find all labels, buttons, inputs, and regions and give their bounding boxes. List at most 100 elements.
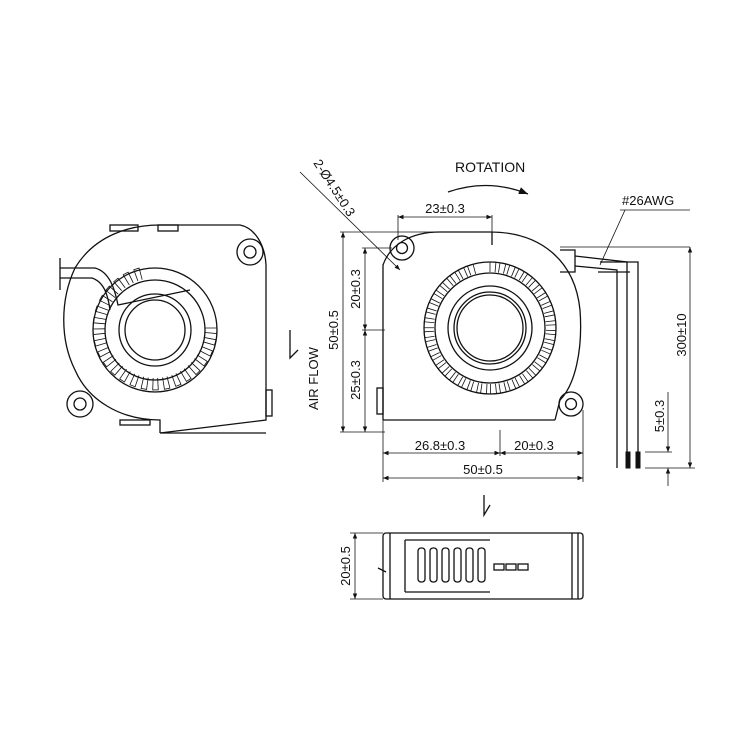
impeller-blade — [199, 346, 214, 357]
impeller-blade — [94, 305, 109, 315]
impeller-blade — [498, 382, 507, 394]
front-view-hub-ring — [447, 285, 533, 371]
dim-thickness-label: 20±0.5 — [338, 546, 353, 586]
outlet-fin — [453, 547, 462, 583]
wire-2 — [600, 261, 639, 468]
air-flow-arrow-icon — [289, 330, 299, 360]
impeller-blade — [180, 368, 192, 382]
rotation-indicator: ROTATION — [447, 159, 529, 195]
wire-gauge-label: #26AWG — [622, 193, 674, 208]
impeller-blade — [449, 271, 461, 284]
back-view-impeller-outer — [92, 267, 218, 393]
back-view-hub-inner — [124, 299, 186, 361]
impeller-blade — [110, 362, 123, 376]
side-view-tab-1 — [493, 563, 505, 571]
impeller-blade — [119, 368, 131, 383]
impeller-blade — [435, 284, 448, 297]
side-view-tab-3 — [517, 563, 529, 571]
front-view-housing — [382, 231, 582, 421]
dim-wire-length-label: 300±10 — [674, 313, 689, 356]
impeller-blade — [542, 304, 555, 314]
dim-top-width-label: 23±0.3 — [425, 201, 465, 216]
impeller-blade — [514, 268, 525, 281]
impeller-blade — [538, 295, 551, 306]
impeller-blade — [544, 333, 557, 342]
mount-hole-callout: 2-Ø4.5±0.3 — [299, 156, 401, 271]
back-view-mount-lug-top — [236, 238, 264, 266]
side-view: 20±0.5 — [338, 495, 584, 600]
dim-lower-height-label: 25±0.3 — [348, 360, 363, 400]
impeller-blade — [204, 327, 218, 335]
front-view-impeller-outer — [423, 261, 557, 395]
rotation-arrow-icon — [447, 184, 529, 195]
back-view-side-clip — [265, 389, 273, 417]
impeller-blade — [489, 261, 497, 273]
mount-hole-label: 2-Ø4.5±0.3 — [310, 156, 358, 219]
impeller-blade — [506, 264, 516, 277]
front-view-mount-hole-bottom — [564, 397, 578, 411]
impeller-blade — [437, 362, 450, 374]
impeller-blade — [457, 266, 468, 280]
front-view-side-clip — [376, 387, 384, 415]
impeller-blade — [534, 287, 547, 299]
front-view-hub-inner — [456, 294, 524, 362]
dim-upper-height-label: 20±0.3 — [348, 269, 363, 309]
impeller-blade — [93, 337, 108, 347]
air-flow-label: AIR FLOW — [306, 346, 321, 410]
impeller-blade — [97, 346, 111, 358]
impeller-blade — [490, 383, 497, 395]
impeller-blade — [534, 357, 547, 369]
wire-gauge-leader — [599, 209, 626, 266]
back-view-mount-hole-bottom — [73, 397, 87, 411]
impeller-blade — [92, 328, 106, 336]
back-view-mount-lug-bottom — [66, 390, 94, 418]
impeller-blade — [194, 354, 208, 367]
impeller-blade — [514, 375, 526, 388]
outlet-fin — [465, 547, 474, 583]
wire-1-stripped-end — [625, 451, 631, 469]
impeller-blade — [460, 378, 471, 391]
impeller-blade — [506, 379, 517, 392]
outlet-fin — [429, 547, 438, 583]
dim-total-width-label: 50±0.5 — [463, 462, 503, 477]
air-flow-indicator: AIR FLOW — [289, 330, 321, 410]
impeller-blade — [542, 341, 555, 351]
side-view-outlet-frame — [404, 539, 490, 593]
impeller-blade — [152, 377, 159, 391]
impeller-blade — [187, 362, 201, 376]
outlet-fin — [441, 547, 450, 583]
dim-strip-length-label: 5±0.3 — [652, 400, 667, 432]
impeller-blade — [424, 311, 436, 320]
impeller-blade — [444, 368, 456, 381]
side-view-body — [382, 532, 584, 600]
impeller-blade — [528, 279, 541, 292]
outlet-fin — [417, 547, 426, 583]
impeller-blade — [98, 294, 113, 307]
front-view-hub — [453, 291, 527, 365]
impeller-blade — [431, 355, 445, 367]
impeller-blade — [452, 373, 464, 387]
front-view-blades — [423, 261, 557, 395]
wire-leads: #26AWG 300±10 5±0.3 — [560, 193, 695, 486]
wire-2-stripped-end — [635, 451, 641, 469]
impeller-blade — [423, 321, 435, 329]
dim-right-width-label: 20±0.3 — [514, 438, 554, 453]
front-view-impeller-inner — [434, 272, 546, 384]
impeller-blade — [470, 381, 479, 394]
impeller-blade — [140, 376, 149, 390]
impeller-blade — [424, 339, 437, 348]
back-view-bottom-tab — [119, 419, 151, 426]
impeller-blade — [430, 292, 443, 304]
impeller-blade — [522, 370, 534, 383]
dim-total-height-label: 50±0.5 — [326, 310, 341, 350]
impeller-blade — [423, 330, 435, 339]
front-dimensions: 23±0.3 50±0.5 20±0.3 25±0.3 26.8±0.3 20±… — [326, 201, 584, 482]
impeller-blade — [122, 271, 134, 286]
front-view-mount-hole-top — [395, 241, 409, 255]
rotation-label: ROTATION — [455, 159, 525, 175]
impeller-blade — [171, 373, 182, 387]
side-view-clip — [377, 567, 387, 573]
back-view-mount-hole-top — [243, 245, 257, 259]
outlet-fin — [477, 547, 486, 583]
